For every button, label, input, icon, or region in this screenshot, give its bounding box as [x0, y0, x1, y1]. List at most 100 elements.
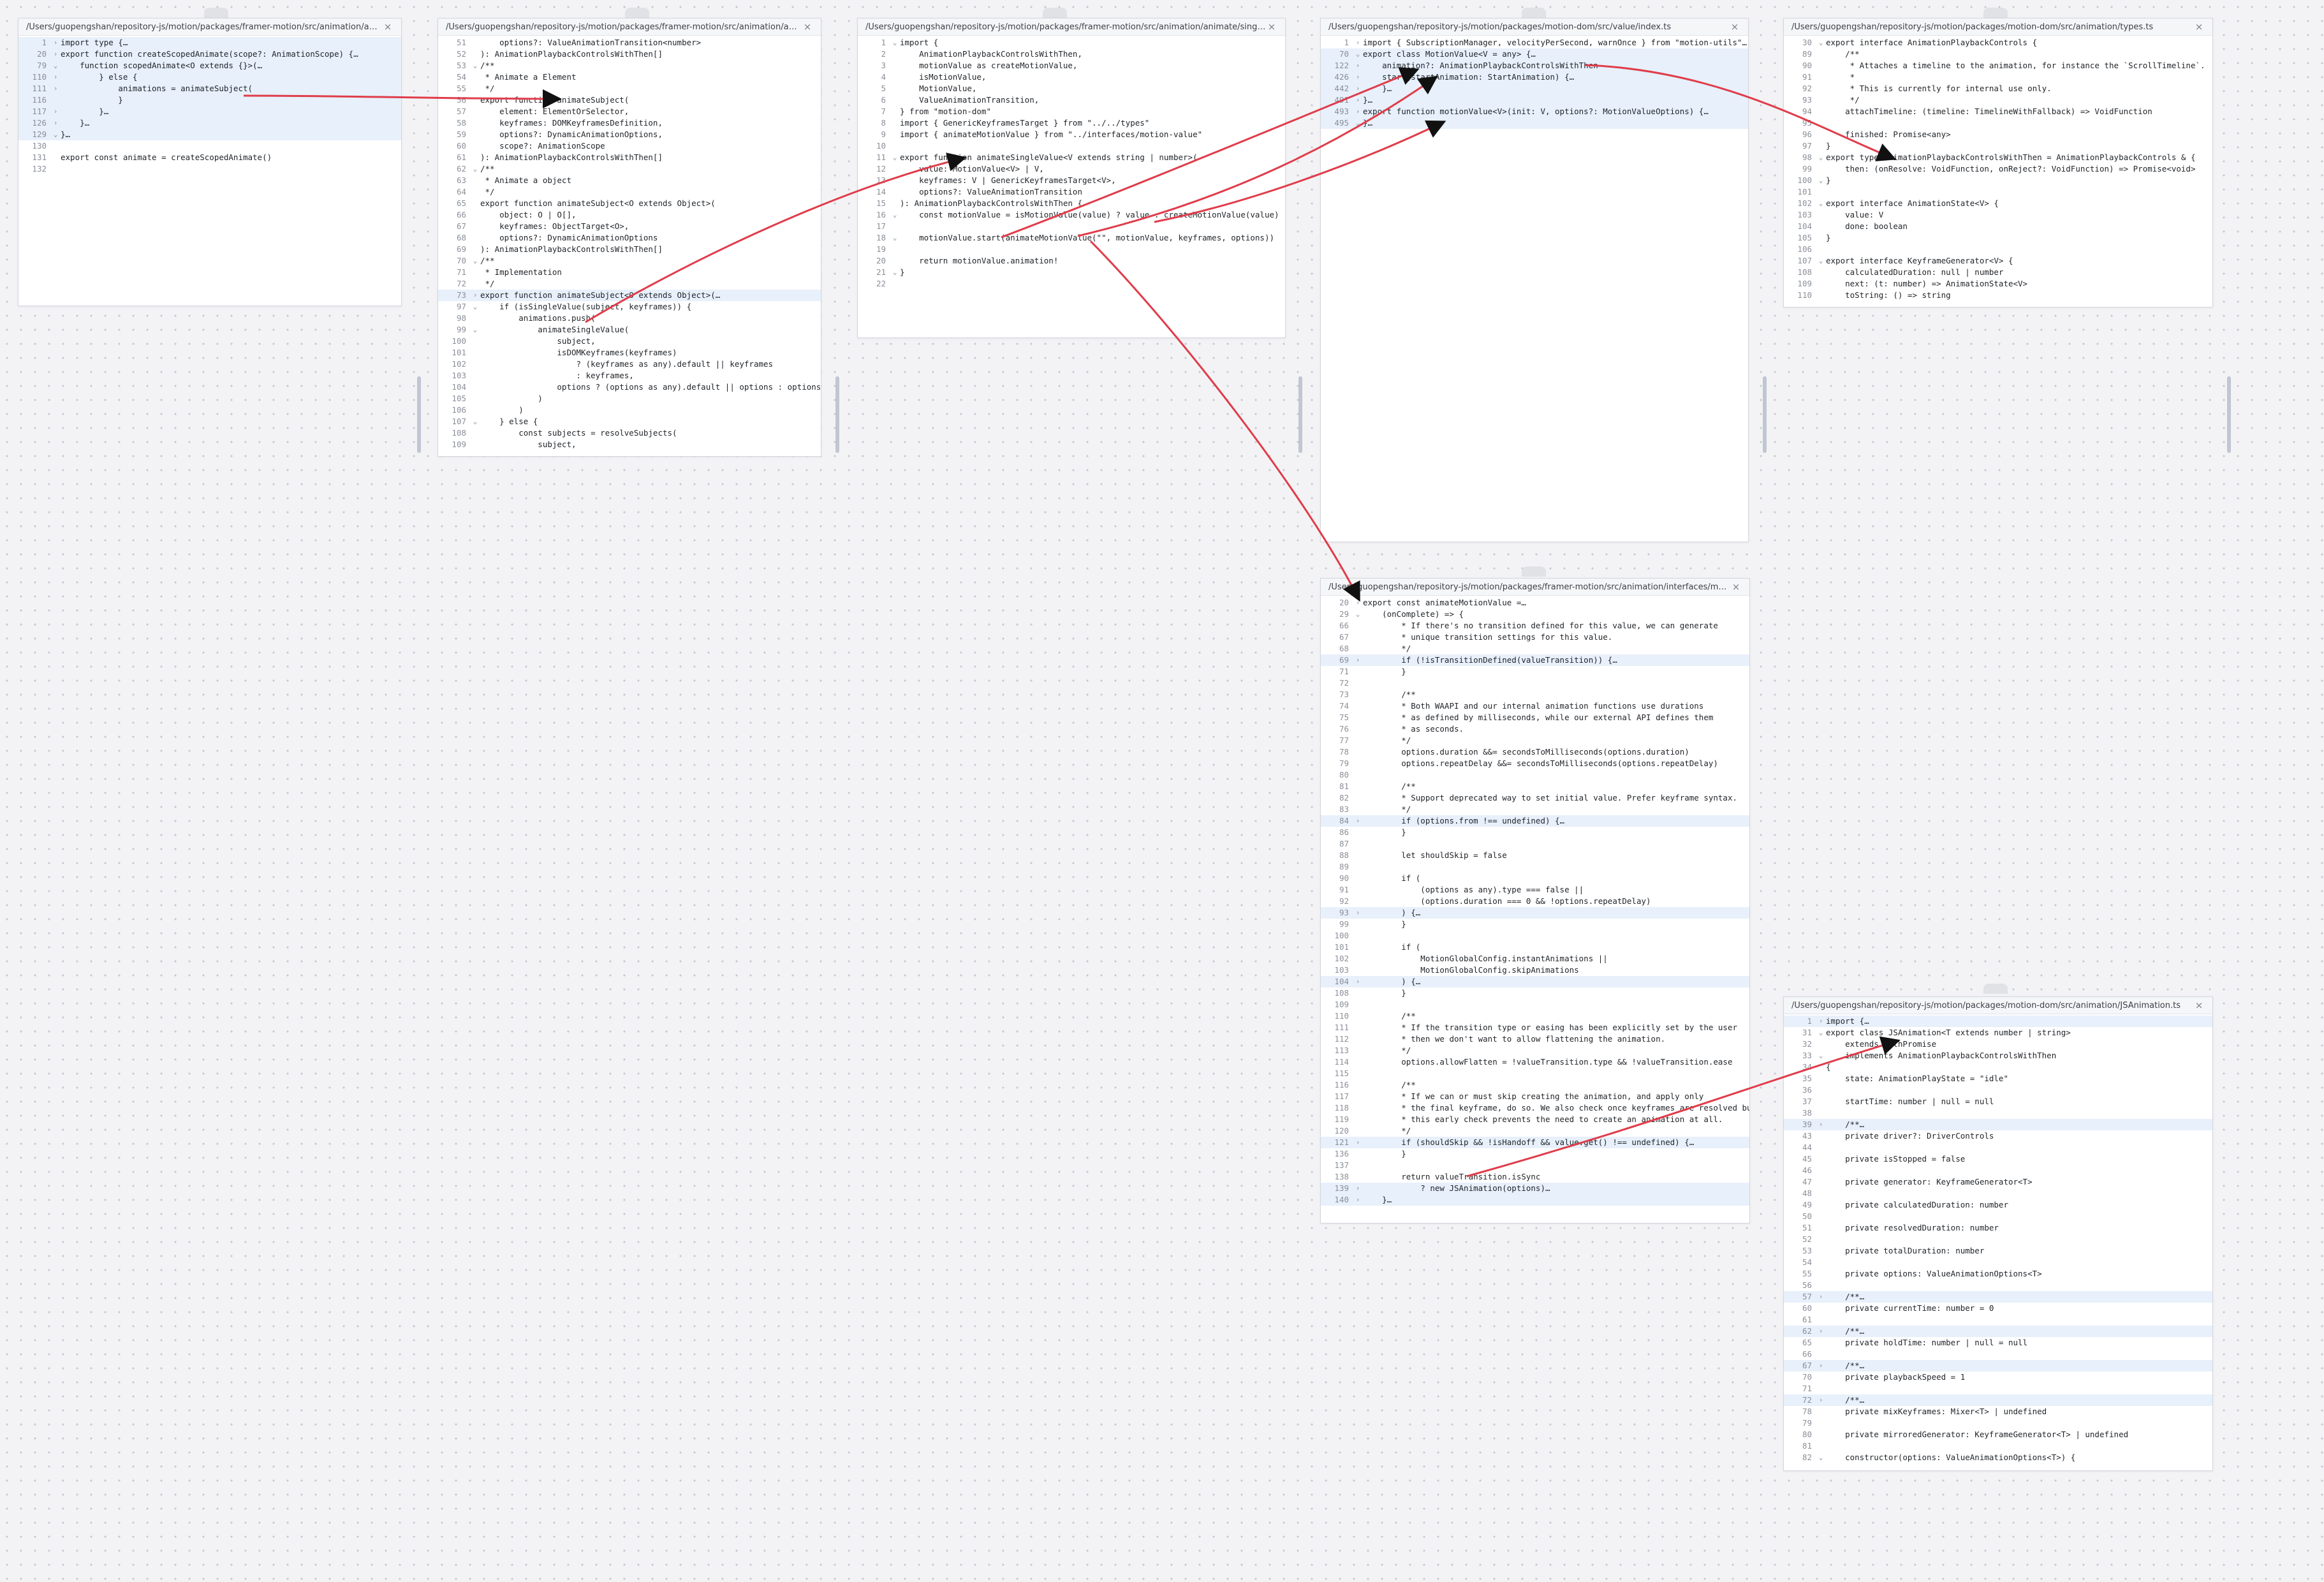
fold-chevron-icon[interactable]: ⌄	[1355, 610, 1360, 618]
fold-chevron-icon[interactable]	[1353, 1171, 1363, 1183]
fold-chevron-icon[interactable]	[890, 106, 900, 117]
fold-chevron-icon[interactable]	[1353, 689, 1363, 700]
code-line[interactable]: 57› /**…	[1784, 1291, 2212, 1303]
code-line[interactable]: 70 private playbackSpeed = 1	[1784, 1371, 2212, 1383]
fold-chevron-icon[interactable]	[1353, 987, 1363, 999]
fold-chevron-icon[interactable]	[1816, 290, 1826, 301]
code-line[interactable]: 104› ) {…	[1321, 976, 1749, 987]
fold-chevron-icon[interactable]	[890, 60, 900, 71]
code-line[interactable]: 114 options.allowFlatten = !valueTransit…	[1321, 1056, 1749, 1068]
code-line[interactable]: 67 keyframes: ObjectTarget<O>,	[438, 221, 821, 232]
fold-chevron-icon[interactable]	[1816, 1222, 1826, 1234]
code-line[interactable]: 111› animations = animateSubject(	[18, 83, 401, 94]
code-line[interactable]: 70⌄/**	[438, 255, 821, 267]
code-line[interactable]: 66 object: O | O[],	[438, 209, 821, 221]
code-line[interactable]: 121› if (shouldSkip && !isHandoff && val…	[1321, 1137, 1749, 1148]
code-line[interactable]: 60 scope?: AnimationScope	[438, 140, 821, 152]
code-line[interactable]: 117 * If we can or must skip creating th…	[1321, 1091, 1749, 1102]
fold-chevron-icon[interactable]	[1816, 186, 1826, 198]
fold-chevron-icon[interactable]	[1353, 1033, 1363, 1045]
code-line[interactable]: 29⌄ (onComplete) => {	[1321, 609, 1749, 620]
panel-resize-handle[interactable]	[1763, 376, 1767, 453]
code-line[interactable]: 82⌄ constructor(options: ValueAnimationO…	[1784, 1452, 2212, 1463]
code-line[interactable]: 81	[1784, 1440, 2212, 1452]
fold-chevron-icon[interactable]	[1353, 677, 1363, 689]
fold-chevron-icon[interactable]	[1353, 827, 1363, 838]
fold-chevron-icon[interactable]	[1816, 1257, 1826, 1268]
code-line[interactable]: 32 extends WithPromise	[1784, 1039, 2212, 1050]
fold-chevron-icon[interactable]	[890, 129, 900, 140]
fold-chevron-icon[interactable]	[1816, 1349, 1826, 1360]
fold-chevron-icon[interactable]	[1353, 804, 1363, 815]
fold-chevron-icon[interactable]	[1353, 896, 1363, 907]
fold-chevron-icon[interactable]	[50, 140, 61, 152]
panel-drag-tab[interactable]	[625, 8, 649, 18]
close-icon[interactable]: ×	[2195, 1000, 2203, 1011]
code-line[interactable]: 71	[1784, 1383, 2212, 1394]
code-line[interactable]: 87	[1321, 838, 1749, 850]
fold-chevron-icon[interactable]	[1816, 1073, 1826, 1084]
fold-chevron-icon[interactable]	[470, 404, 480, 416]
code-line[interactable]: 495⌄}…	[1321, 117, 1748, 129]
fold-chevron-icon[interactable]: ›	[53, 50, 58, 58]
code-line[interactable]: 59 options?: DynamicAnimationOptions,	[438, 129, 821, 140]
code-line[interactable]: 137	[1321, 1160, 1749, 1171]
code-line[interactable]: 106	[1784, 244, 2212, 255]
code-line[interactable]: 122› animation?: AnimationPlaybackContro…	[1321, 60, 1748, 71]
fold-chevron-icon[interactable]	[1353, 735, 1363, 746]
fold-chevron-icon[interactable]	[890, 48, 900, 60]
fold-chevron-icon[interactable]	[1816, 1337, 1826, 1349]
code-line[interactable]: 95	[1784, 117, 2212, 129]
code-line[interactable]: 62› /**…	[1784, 1326, 2212, 1337]
fold-chevron-icon[interactable]	[1353, 792, 1363, 804]
code-line[interactable]: 102⌄export interface AnimationState<V> {	[1784, 198, 2212, 209]
fold-chevron-icon[interactable]	[1816, 232, 1826, 244]
fold-chevron-icon[interactable]: ›	[1355, 1195, 1360, 1204]
code-line[interactable]: 71 }	[1321, 666, 1749, 677]
code-line[interactable]: 70⌄export class MotionValue<V = any> {…	[1321, 48, 1748, 60]
code-line[interactable]: 92 * This is currently for internal use …	[1784, 83, 2212, 94]
fold-chevron-icon[interactable]	[50, 94, 61, 106]
code-line[interactable]: 116 /**	[1321, 1079, 1749, 1091]
fold-chevron-icon[interactable]: ⌄	[53, 61, 58, 70]
code-line[interactable]: 81 /**	[1321, 781, 1749, 792]
fold-chevron-icon[interactable]	[470, 439, 480, 450]
fold-chevron-icon[interactable]: ›	[1355, 1138, 1360, 1146]
code-line[interactable]: 102 MotionGlobalConfig.instantAnimations…	[1321, 953, 1749, 965]
fold-chevron-icon[interactable]: ›	[473, 291, 478, 299]
code-line[interactable]: 20›export function createScopedAnimate(s…	[18, 48, 401, 60]
code-line[interactable]: 117› }…	[18, 106, 401, 117]
code-line[interactable]: 63 * Animate a object	[438, 175, 821, 186]
code-line[interactable]: 103 MotionGlobalConfig.skipAnimations	[1321, 965, 1749, 976]
code-line[interactable]: 93› ) {…	[1321, 907, 1749, 919]
fold-chevron-icon[interactable]	[1816, 94, 1826, 106]
code-line[interactable]: 110 /**	[1321, 1010, 1749, 1022]
fold-chevron-icon[interactable]: ⌄	[1818, 176, 1823, 184]
code-line[interactable]: 50	[1784, 1211, 2212, 1222]
code-line[interactable]: 1›import { SubscriptionManager, velocity…	[1321, 37, 1748, 48]
fold-chevron-icon[interactable]	[1353, 746, 1363, 758]
fold-chevron-icon[interactable]	[1816, 209, 1826, 221]
code-line[interactable]: 69› if (!isTransitionDefined(valueTransi…	[1321, 654, 1749, 666]
fold-chevron-icon[interactable]: ›	[53, 38, 58, 47]
fold-chevron-icon[interactable]	[1353, 769, 1363, 781]
fold-chevron-icon[interactable]	[1816, 1084, 1826, 1096]
fold-chevron-icon[interactable]	[470, 209, 480, 221]
fold-chevron-icon[interactable]	[1816, 1188, 1826, 1199]
code-line[interactable]: 109	[1321, 999, 1749, 1010]
fold-chevron-icon[interactable]: ›	[53, 84, 58, 92]
fold-chevron-icon[interactable]	[890, 186, 900, 198]
close-icon[interactable]: ×	[2195, 21, 2203, 33]
code-line[interactable]: 15): AnimationPlaybackControlsWithThen {	[858, 198, 1285, 209]
panel-drag-tab[interactable]	[1043, 8, 1067, 18]
code-line[interactable]: 36	[1784, 1084, 2212, 1096]
code-line[interactable]: 54	[1784, 1257, 2212, 1268]
fold-chevron-icon[interactable]	[1353, 1091, 1363, 1102]
fold-chevron-icon[interactable]	[1353, 873, 1363, 884]
fold-chevron-icon[interactable]: ›	[1355, 598, 1360, 607]
fold-chevron-icon[interactable]	[1353, 838, 1363, 850]
code-line[interactable]: 69): AnimationPlaybackControlsWithThen[]	[438, 244, 821, 255]
code-line[interactable]: 112 * then we don't want to allow flatte…	[1321, 1033, 1749, 1045]
